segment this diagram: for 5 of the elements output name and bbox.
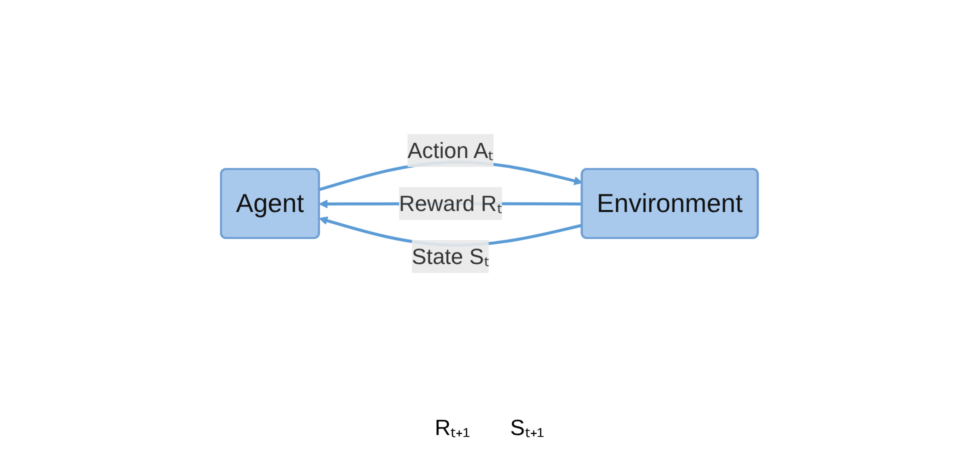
edge-label: Action Aₜ bbox=[408, 138, 494, 163]
edge-label: Reward Rₜ bbox=[399, 191, 502, 216]
signal-label: Rₜ₊₁ bbox=[434, 414, 470, 441]
signal-label: Sₜ₊₁ bbox=[510, 414, 544, 441]
edge-label: State Sₜ bbox=[412, 244, 490, 269]
